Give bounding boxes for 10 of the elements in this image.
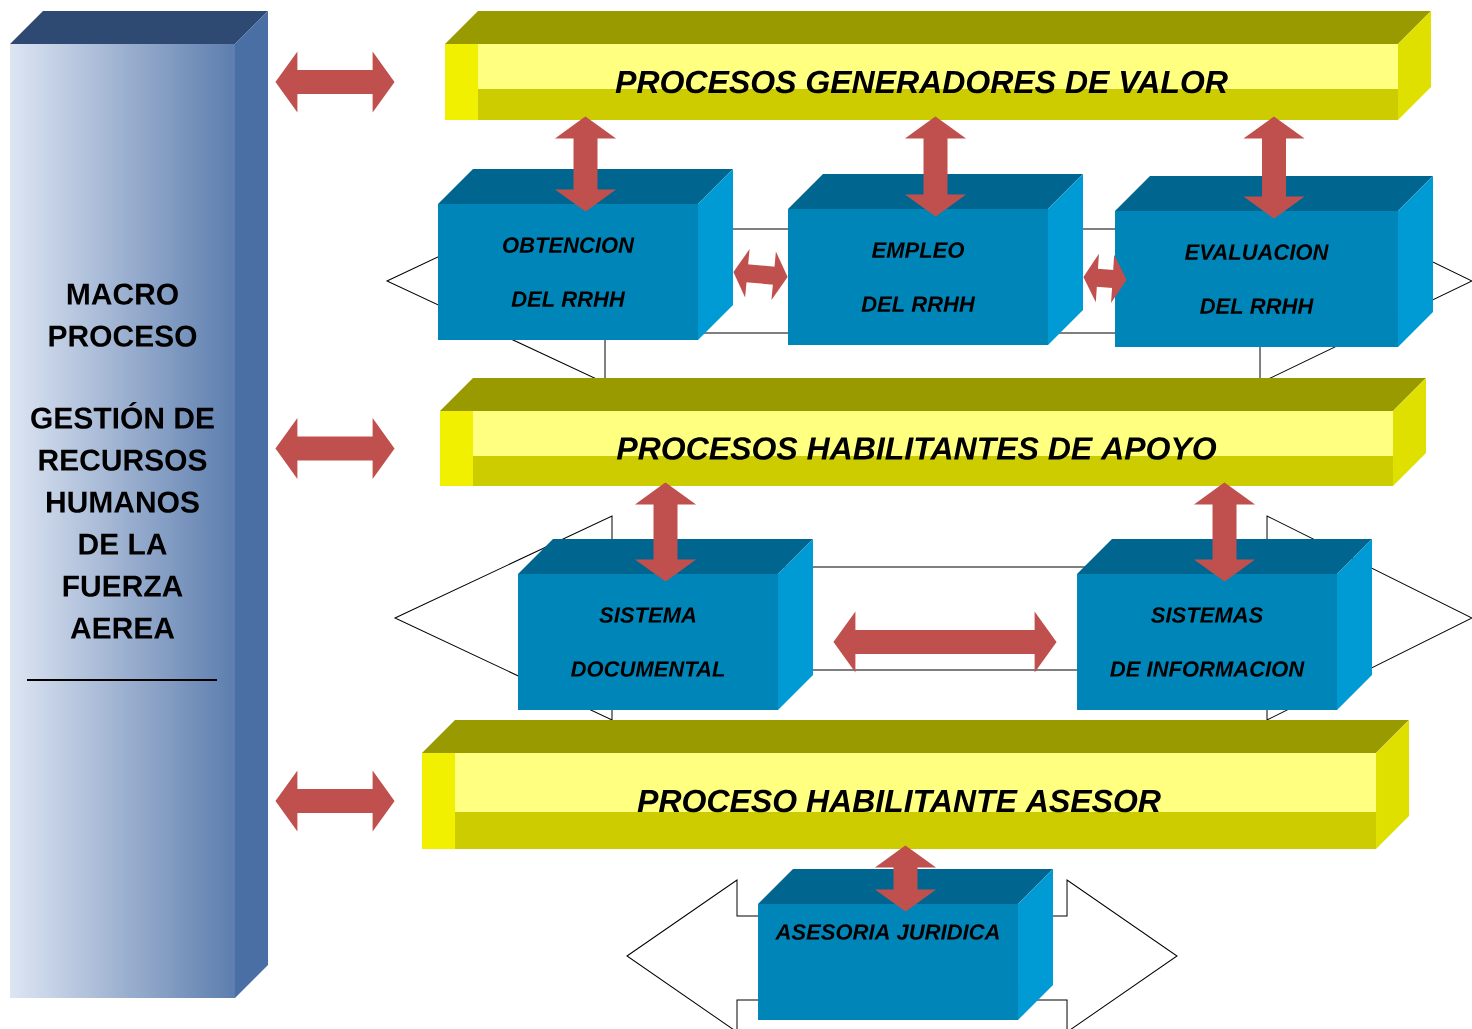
process-cuboid: OBTENCION DEL RRHH	[438, 169, 733, 340]
process-cuboid: SISTEMAS DE INFORMACION	[1077, 539, 1372, 710]
pillar-block: MACRO PROCESO GESTIÓN DE RECURSOS HUMANOS DE LA FUERZA AEREA	[10, 11, 268, 998]
process-band: PROCESOS GENERADORES DE VALOR	[445, 11, 1431, 120]
process-cuboid: EVALUACION DEL RRHH	[1115, 176, 1433, 347]
process-cuboid: SISTEMA DOCUMENTAL	[518, 539, 813, 710]
process-cuboid: EMPLEO DEL RRHH	[788, 174, 1083, 345]
process-band: PROCESO HABILITANTE ASESOR	[422, 720, 1409, 849]
process-cuboid: ASESORIA JURIDICA	[758, 869, 1053, 1020]
process-band: PROCESOS HABILITANTES DE APOYO	[440, 378, 1426, 486]
